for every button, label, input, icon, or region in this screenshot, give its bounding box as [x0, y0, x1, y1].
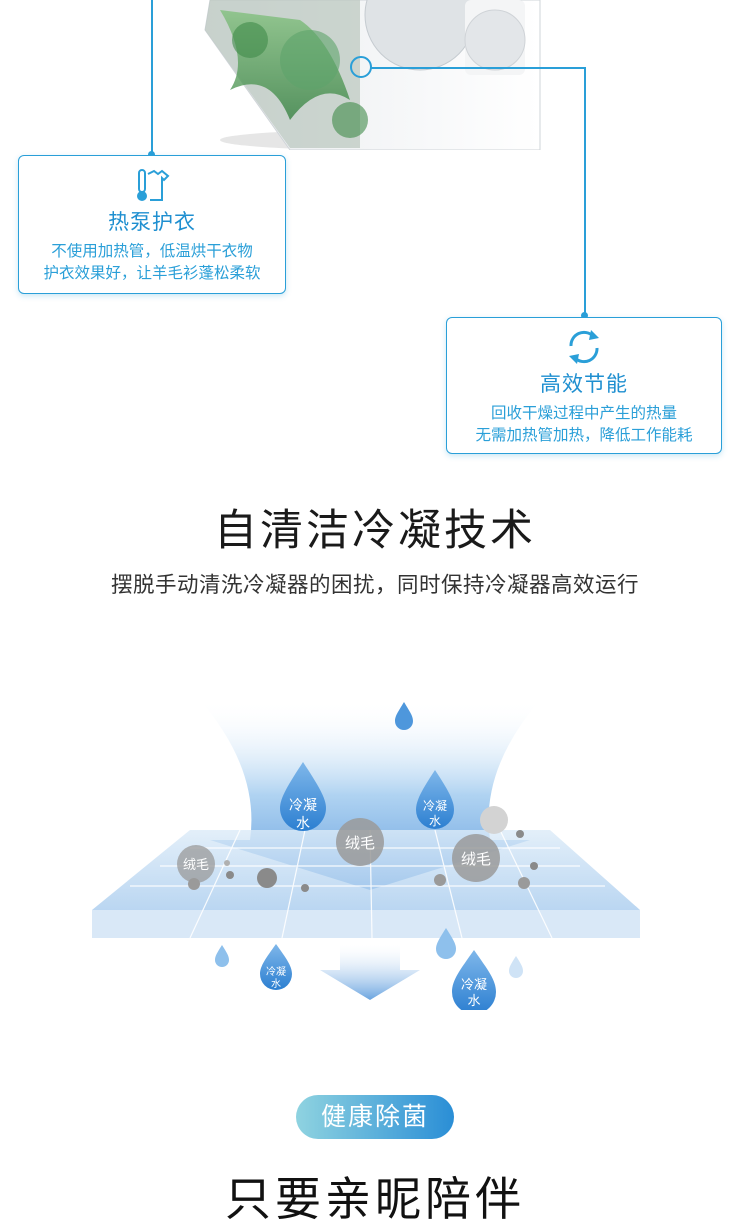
- drop-label: 水: [429, 814, 441, 828]
- self-cleaning-condenser-illustration: 冷凝 水 冷凝 水 冷凝 水 冷凝 水 绒毛 绒毛 绒毛: [92, 700, 640, 1010]
- lint-ball: [518, 877, 530, 889]
- water-drop: [280, 762, 326, 831]
- drop-label: 水: [296, 816, 310, 832]
- feature-desc-line: 护衣效果好，让羊毛衫蓬松柔软: [43, 264, 261, 282]
- lint-ball: [452, 834, 500, 882]
- callout-line-1: [151, 0, 153, 154]
- lint-ball: [301, 884, 309, 892]
- lint-ball: [336, 818, 384, 866]
- water-drop: [215, 945, 229, 967]
- thermometer-shirt-icon: [137, 169, 170, 201]
- dryer-illustration: [204, 0, 541, 150]
- section-subtitle: 摆脱手动清洗冷凝器的困扰，同时保持冷凝器高效运行: [110, 573, 639, 598]
- drop-label: 水: [271, 978, 281, 990]
- filter-mesh: [92, 830, 640, 910]
- recycle-arrows-icon: [569, 330, 599, 364]
- feature-description: 不使用加热管，低温烘干衣物 护衣效果好，让羊毛衫蓬松柔软: [19, 240, 285, 284]
- callout-dot-1: [148, 151, 155, 158]
- lint-ball: [177, 845, 215, 883]
- lint-label: 绒毛: [461, 850, 491, 868]
- drop-label: 水: [467, 994, 480, 1009]
- drop-label: 冷凝: [423, 798, 447, 813]
- drop-label: 冷凝: [289, 798, 317, 814]
- drop-label: 冷凝: [266, 965, 286, 978]
- lint-ball: [226, 871, 234, 879]
- drop-label: 冷凝: [461, 977, 487, 993]
- bottom-section-title: 只要亲昵陪伴: [225, 1172, 525, 1226]
- water-drop: [416, 770, 454, 829]
- feature-desc-line: 回收干燥过程中产生的热量: [490, 404, 677, 422]
- lint-ball: [516, 830, 524, 838]
- callout-line-2-h: [370, 67, 585, 69]
- lint-ball: [434, 874, 446, 886]
- water-drop: [395, 702, 413, 730]
- lint-ball: [257, 868, 277, 888]
- feature-title: 高效节能: [540, 372, 628, 396]
- callout-line-2-v: [584, 67, 586, 317]
- section-title: 自清洁冷凝技术: [214, 506, 536, 556]
- lint-ball: [480, 806, 508, 834]
- feature-badge: 健康除菌: [296, 1095, 454, 1139]
- water-drop: [452, 950, 496, 1010]
- water-drop: [436, 928, 456, 959]
- lint-label: 绒毛: [183, 858, 209, 873]
- feature-desc-line: 不使用加热管，低温烘干衣物: [51, 242, 253, 260]
- lint-ball: [188, 878, 200, 890]
- feature-card-energy-saving: 高效节能 回收干燥过程中产生的热量 无需加热管加热，降低工作能耗: [446, 317, 722, 454]
- callout-dot-2: [581, 312, 588, 319]
- lint-ball: [530, 862, 538, 870]
- water-drop: [260, 944, 292, 990]
- feature-desc-line: 无需加热管加热，降低工作能耗: [475, 426, 693, 444]
- feature-card-heat-pump: 热泵护衣 不使用加热管，低温烘干衣物 护衣效果好，让羊毛衫蓬松柔软: [18, 155, 286, 294]
- feature-title: 热泵护衣: [108, 210, 196, 234]
- lint-label: 绒毛: [345, 834, 375, 852]
- lint-ball: [224, 860, 230, 866]
- water-drop: [509, 956, 523, 978]
- feature-description: 回收干燥过程中产生的热量 无需加热管加热，降低工作能耗: [447, 402, 721, 446]
